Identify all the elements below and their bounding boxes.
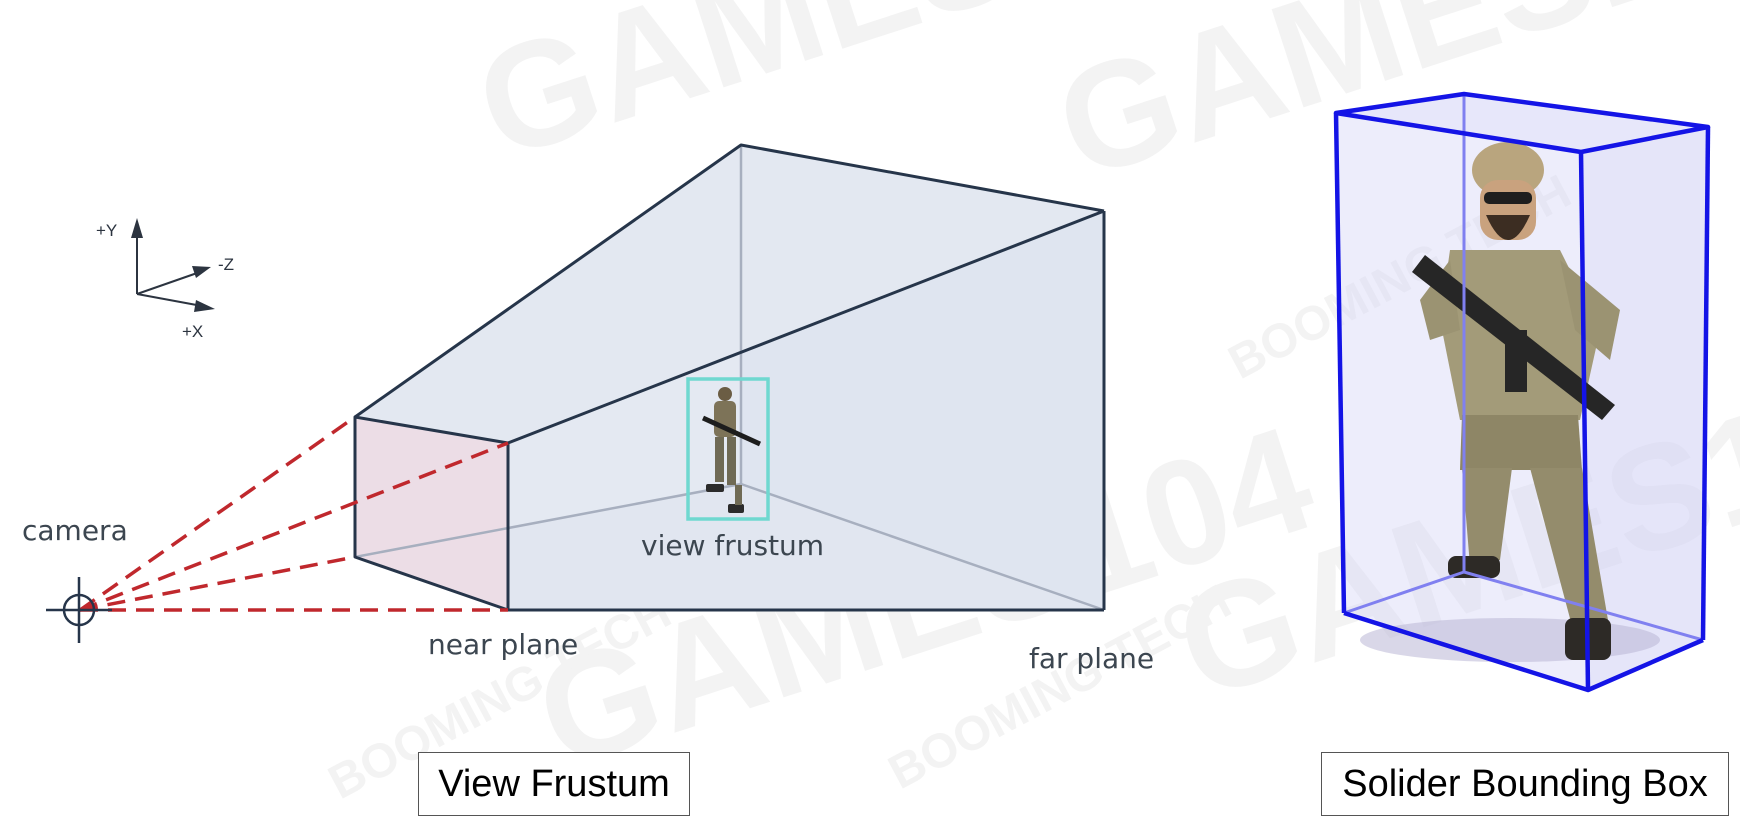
camera-ray-2 [79, 441, 509, 612]
x-axis-line [136, 293, 203, 307]
bbox-edge-back-right [1700, 126, 1711, 641]
soldier-small-rifle [701, 415, 762, 447]
near-plane-outline [353, 415, 510, 612]
axis-label-y: +Y [96, 221, 117, 240]
y-axis-arrowhead [131, 218, 143, 238]
frustum-top-face [355, 145, 1104, 443]
frustum-side-face [508, 211, 1104, 610]
bbox-bottom-outline [1343, 610, 1704, 693]
z-axis-line [136, 271, 201, 295]
bbox-side-face [1581, 127, 1708, 690]
bbox-edge-front-right [1578, 151, 1591, 691]
axis-label-x: +X [182, 322, 203, 341]
soldier-in-frustum [686, 377, 770, 521]
frustum-edge-top-front [507, 209, 1105, 445]
soldier-small-shin-right [735, 485, 742, 505]
near-plane-face [355, 417, 508, 610]
camera-icon [46, 577, 112, 643]
frustum-hidden-edge-bottom-right [740, 482, 1105, 612]
soldier-small-boot-left [706, 484, 724, 492]
soldier-arm-right [1560, 260, 1620, 360]
soldier-belt-hips [1460, 415, 1582, 470]
view-frustum [353, 143, 1106, 612]
x-axis-arrowhead [194, 300, 215, 312]
soldier-large [1412, 142, 1620, 660]
camera-ray-3 [79, 555, 356, 612]
soldier-bounding-box-figure [1333, 91, 1711, 693]
bbox-hidden-edge-bottom-left [1343, 570, 1465, 615]
soldier-small-leg-right [727, 437, 736, 485]
caption-soldier-bounding-box: Solider Bounding Box [1321, 752, 1729, 816]
bbox-top-face [1336, 94, 1708, 152]
soldier-beard [1486, 215, 1530, 240]
axis-label-z: -Z [218, 255, 234, 274]
label-near-plane: near plane [428, 628, 578, 661]
axes-gizmo [131, 218, 215, 312]
camera-rays [78, 415, 509, 612]
label-camera: camera [22, 514, 128, 547]
soldier-leg-left [1462, 468, 1512, 566]
frustum-hidden-edge-bottom-left [354, 482, 742, 559]
soldier-small-leg-left [715, 437, 724, 482]
soldier-small-bbox [686, 377, 770, 521]
bbox-hidden-edge-bottom-right [1463, 570, 1704, 642]
bbox-edge-front-left [1333, 112, 1347, 614]
soldier-shadow [1360, 618, 1660, 662]
soldier-small-boot-right [728, 504, 744, 513]
soldier-small-head [718, 387, 732, 401]
soldier-sunglasses [1484, 192, 1532, 204]
frustum-edge-top-back [354, 143, 1105, 419]
z-axis-arrowhead [192, 266, 211, 278]
soldier-rifle-magazine [1505, 330, 1527, 392]
label-view-frustum: view frustum [641, 529, 824, 562]
caption-view-frustum: View Frustum [418, 752, 690, 816]
label-far-plane: far plane [1029, 642, 1154, 675]
